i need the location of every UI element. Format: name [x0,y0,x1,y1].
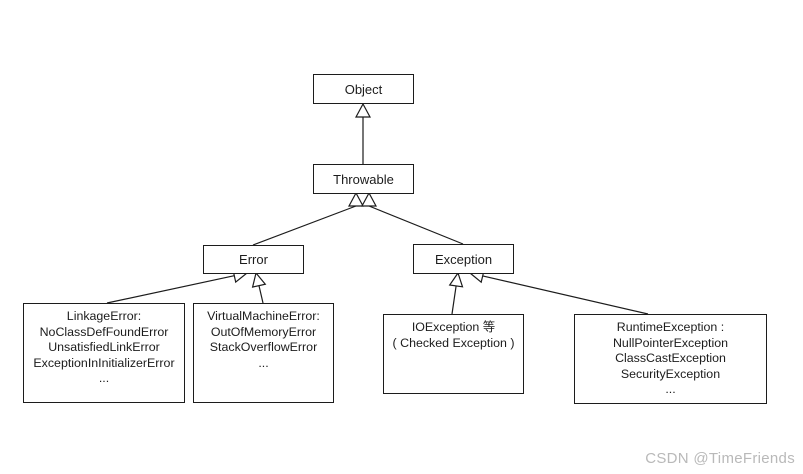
text-line: ... [98,371,110,385]
text-line: ( Checked Exception ) [392,335,515,350]
node-exception: Exception [413,244,514,274]
inheritance-arrowhead-exception-left [448,271,464,288]
text-line: NoClassDefFoundError [39,324,169,339]
text-line: LinkageError: [66,309,142,323]
node-runtime-exception: RuntimeException : NullPointerException … [574,314,767,404]
text-line: NullPointerException [612,335,729,350]
node-throwable: Throwable [313,164,414,194]
inheritance-arrowhead-throwable-left [347,191,365,207]
node-linkage-error: LinkageError: NoClassDefFoundError Unsat… [23,303,185,403]
inheritance-line-error-throwable [252,205,357,246]
text-line: SecurityException [620,366,721,381]
inheritance-line-io-exception [451,285,457,315]
node-error: Error [203,245,304,274]
inheritance-line-vm-error [258,285,264,304]
text-line: UnsatisfiedLinkError [48,340,160,354]
csdn-watermark: CSDN @TimeFriends [645,450,795,467]
text-line: ... [665,382,676,396]
node-object: Object [313,74,414,104]
node-object-label: Object [344,81,383,97]
inheritance-line-exception-throwable [368,205,464,245]
text-line: ClassCastException [615,351,726,365]
node-throwable-label: Throwable [333,171,394,187]
node-error-label: Error [239,252,268,267]
inheritance-line-runtime-exception [482,275,649,315]
text-line: ... [258,355,269,370]
inheritance-arrowhead-throwable-right [360,191,378,207]
text-line: StackOverflowError [209,340,318,354]
node-virtual-machine-error: VirtualMachineError: OutOfMemoryError St… [193,303,334,403]
inheritance-arrowhead-error-right [251,271,267,288]
text-line: VirtualMachineError: [207,309,320,323]
inheritance-line-linkage-error [106,275,235,304]
node-exception-label: Exception [434,251,493,267]
text-line: OutOfMemoryError [210,324,317,339]
text-line: IOException 等 [411,320,496,334]
text-line: ExceptionInInitializerError [33,355,175,370]
node-io-exception: IOException 等 ( Checked Exception ) [383,314,524,394]
inheritance-arrowhead-object [354,102,372,118]
text-line: RuntimeException : [616,320,725,334]
